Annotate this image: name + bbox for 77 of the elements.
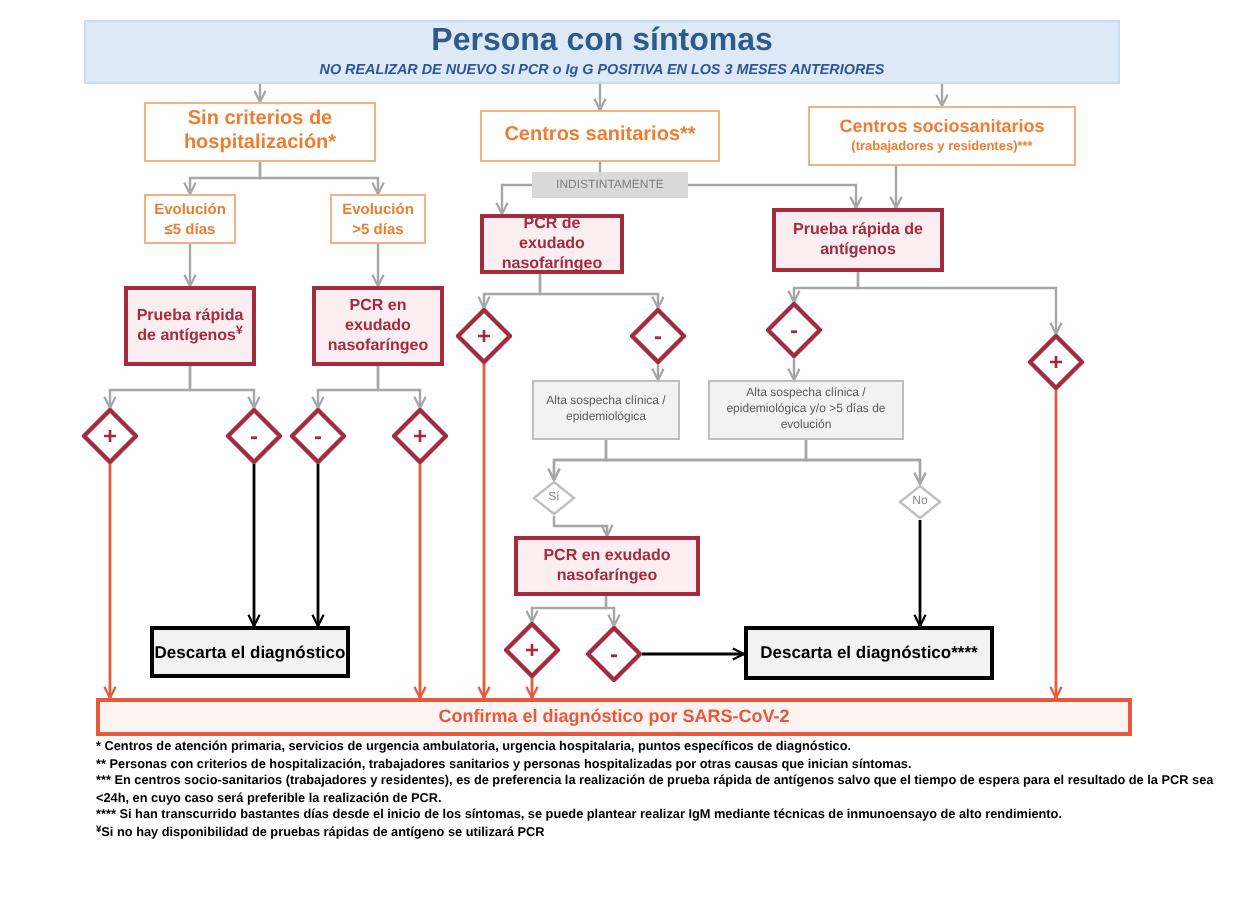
banner-label: Confirma el diagnóstico por SARS-CoV-2 (438, 703, 790, 730)
category-box (330, 194, 426, 244)
box-label: PCR en exudado nasofaríngeo (325, 296, 431, 356)
decision-diamond (766, 302, 822, 358)
arrow (311, 464, 325, 628)
decision-diamond (898, 484, 942, 520)
box-label: Prueba rápida de antígenos$^{¥}$ (136, 306, 244, 346)
arrow (188, 366, 261, 410)
diamond-label: + (102, 424, 117, 448)
diamond-label: - (314, 424, 322, 448)
arrow (371, 244, 385, 288)
arrow (525, 678, 539, 700)
decision-diamond (586, 626, 642, 682)
title-text: Persona con síntomas (431, 24, 773, 60)
decision-diamond (456, 308, 512, 364)
box-label: Sin criterios de hospitalización* (181, 108, 339, 156)
decision-diamond (290, 408, 346, 464)
note-bar (532, 172, 688, 198)
arrow (935, 84, 949, 108)
arrow (258, 162, 385, 196)
arrow (477, 364, 491, 700)
diamond-label: - (654, 324, 662, 348)
result-box (150, 626, 350, 678)
arrow (889, 166, 903, 210)
test-box (514, 536, 700, 596)
arrow (183, 244, 197, 288)
box-label: Centros sociosanitarios (839, 116, 1045, 138)
diamond-label: + (476, 324, 491, 348)
condition-box (708, 380, 904, 440)
arrow (593, 84, 607, 112)
diamond-label: + (412, 424, 427, 448)
arrow (1049, 390, 1063, 700)
category-box (808, 106, 1076, 166)
diamond-label: - (610, 642, 618, 666)
category-box (480, 110, 720, 162)
category-box (144, 194, 236, 244)
arrow (642, 647, 746, 661)
arrow (651, 364, 665, 382)
arrow (787, 358, 801, 382)
diamond-label: + (1048, 350, 1063, 374)
decision-diamond (504, 622, 560, 678)
box-label: Descarta el diagnóstico (154, 639, 346, 665)
arrow (856, 272, 1063, 336)
diamond-label: - (250, 424, 258, 448)
decision-diamond (226, 408, 282, 464)
arrow (552, 516, 614, 538)
decision-diamond (82, 408, 138, 464)
box-label: Descarta el diagnóstico**** (760, 640, 978, 666)
arrow (413, 464, 427, 700)
box-label: Centros sanitarios** (504, 124, 696, 148)
arrow (103, 464, 117, 700)
result-banner (96, 698, 1132, 736)
decision-diamond (1028, 334, 1084, 390)
test-box (480, 214, 624, 274)
arrow (253, 84, 267, 104)
decision-diamond (532, 480, 576, 516)
decision-diamond (392, 408, 448, 464)
arrow (604, 596, 621, 628)
arrow (247, 464, 261, 628)
arrow (495, 183, 532, 216)
arrow (538, 274, 665, 310)
diamond-label: + (524, 638, 539, 662)
condition-box (532, 380, 680, 440)
result-box (744, 626, 994, 680)
decision-diamond (630, 308, 686, 364)
arrow (688, 183, 863, 210)
box-label: PCR en exudado nasofaríngeo (541, 546, 673, 586)
test-box (124, 286, 256, 366)
category-box (144, 102, 376, 162)
test-box (312, 286, 444, 366)
diamond-label: - (790, 318, 798, 342)
arrow (376, 366, 427, 410)
arrow (913, 520, 927, 628)
title-banner (84, 20, 1120, 84)
test-box (772, 208, 944, 272)
box-label: Prueba rápida de antígenos (791, 220, 925, 260)
arrow (804, 440, 927, 486)
